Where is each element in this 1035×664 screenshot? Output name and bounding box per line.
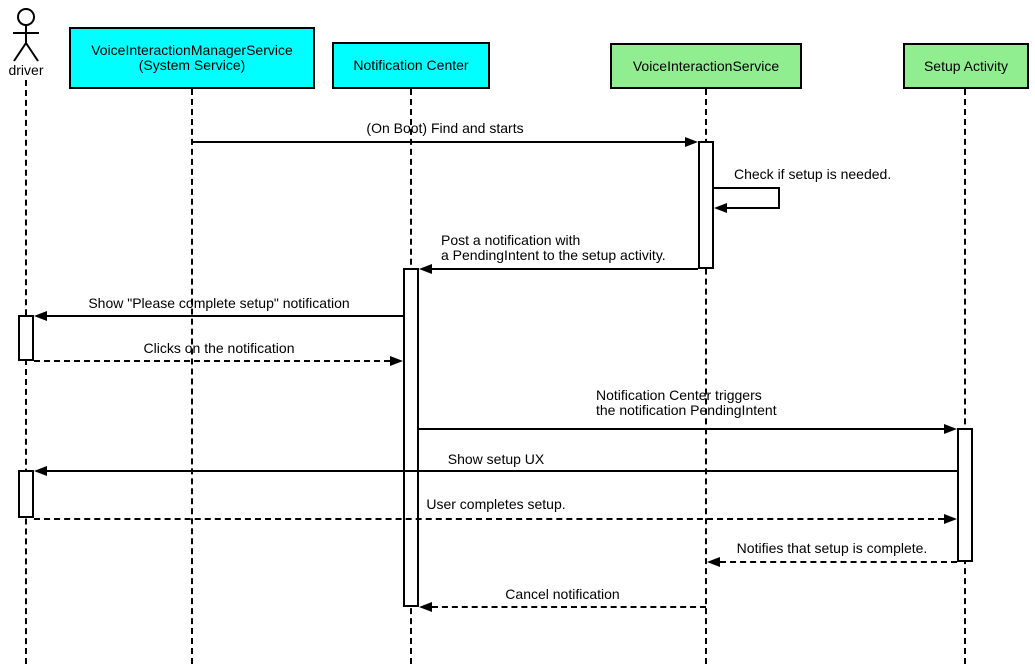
message-3-line — [432, 268, 698, 270]
message-5-label: Clicks on the notification — [143, 340, 295, 356]
message-7-line — [47, 470, 957, 472]
lifeline-voiceinteractionmanagerservice — [191, 89, 193, 664]
message-6-line — [419, 428, 944, 430]
message-2-line-bottom — [727, 207, 780, 209]
message-9-label: Notifies that setup is complete. — [736, 540, 928, 556]
activation-driver-2 — [18, 470, 34, 518]
message-6-label: Notification Center triggers the notific… — [596, 387, 777, 418]
activation-driver-1 — [18, 315, 34, 361]
arrowhead-icon — [34, 466, 47, 476]
participant-setup-activity: Setup Activity — [903, 43, 1029, 89]
arrowhead-icon — [390, 356, 403, 366]
message-7-label: Show setup UX — [447, 451, 545, 467]
participant-notification-center: Notification Center — [332, 42, 490, 89]
lifeline-setup-activity — [964, 89, 966, 664]
arrowhead-icon — [714, 203, 727, 213]
activation-voiceinteractionservice — [698, 141, 714, 269]
actor-driver-icon — [13, 8, 39, 62]
actor-driver-label: driver — [8, 62, 44, 78]
activation-notification-center — [403, 268, 419, 607]
message-9-line — [720, 561, 957, 563]
arrowhead-icon — [34, 311, 47, 321]
arrowhead-icon — [944, 514, 957, 524]
message-8-label: User completes setup. — [426, 496, 566, 512]
lifeline-driver — [25, 80, 27, 664]
message-2-line-right — [778, 187, 780, 209]
message-1-label: (On Boot) Find and starts — [366, 120, 524, 136]
message-10-label: Cancel notification — [505, 586, 620, 602]
message-3-label: Post a notification with a PendingIntent… — [441, 232, 666, 263]
message-10-line — [432, 606, 706, 608]
message-2-line-top — [714, 187, 780, 189]
arrowhead-icon — [707, 557, 720, 567]
arrowhead-icon — [685, 137, 698, 147]
message-1-line — [192, 141, 686, 143]
message-8-line — [34, 518, 944, 520]
arrowhead-icon — [944, 424, 957, 434]
arrowhead-icon — [419, 602, 432, 612]
participant-voiceinteractionservice: VoiceInteractionService — [610, 43, 802, 89]
message-4-line — [47, 315, 403, 317]
message-4-label: Show "Please complete setup" notificatio… — [88, 295, 350, 311]
message-2-label: Check if setup is needed. — [734, 166, 892, 182]
participant-voiceinteractionmanagerservice: VoiceInteractionManagerService (System S… — [69, 27, 315, 89]
lifeline-voiceinteractionservice — [705, 89, 707, 664]
arrowhead-icon — [419, 264, 432, 274]
message-5-line — [34, 360, 390, 362]
activation-setup-activity — [957, 428, 973, 562]
